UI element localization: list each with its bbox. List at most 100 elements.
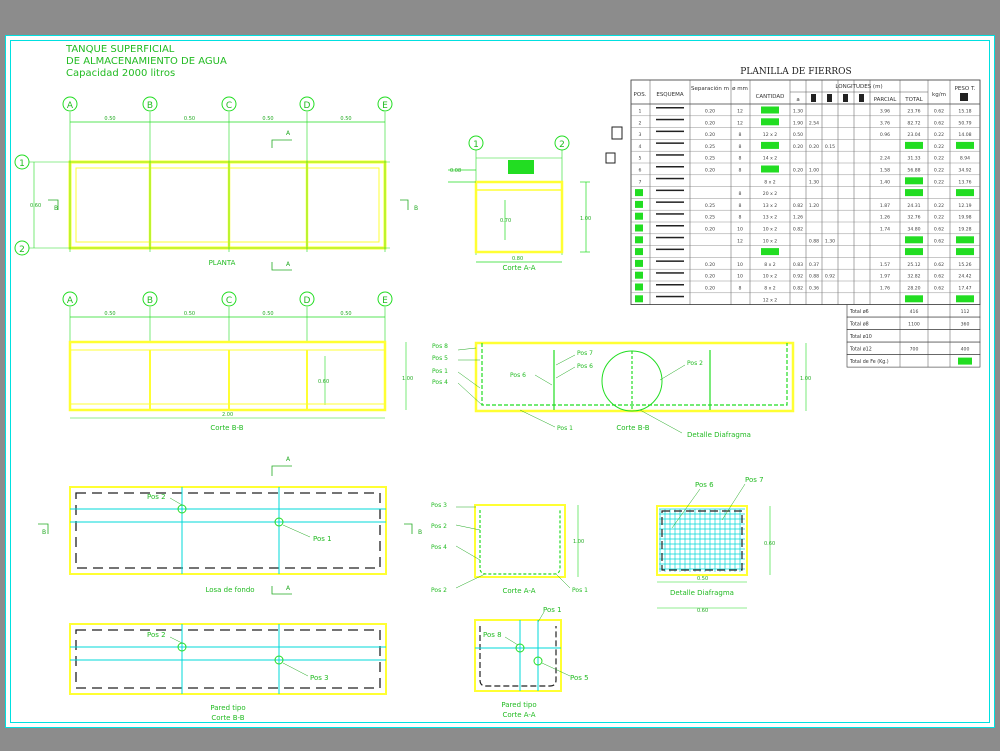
svg-text:1.00: 1.00 xyxy=(800,376,811,382)
svg-text:1: 1 xyxy=(473,140,479,150)
label-losa-fondo: Losa de fondo xyxy=(205,586,254,594)
svg-text:2: 2 xyxy=(559,140,565,150)
table-cell: 12 xyxy=(737,238,743,244)
svg-text:A: A xyxy=(286,261,291,268)
svg-text:0.60: 0.60 xyxy=(697,608,708,614)
header-kgm: kg/m xyxy=(932,92,946,98)
table-cell: 10 x 2 xyxy=(763,227,777,233)
table-cell: 3.76 xyxy=(880,120,890,126)
table-cell: 0.62 xyxy=(934,109,944,115)
axis-bubble-b: B xyxy=(147,296,153,306)
table-cell: 10 xyxy=(737,274,743,280)
table-cell: 8 xyxy=(739,215,742,221)
table-cell: 13 x 2 xyxy=(763,203,777,209)
table-cell: 0.25 xyxy=(705,144,715,150)
planta-inner-wall xyxy=(75,167,380,243)
axis-bubble-d: D xyxy=(304,296,311,306)
dim-span: 0.50 xyxy=(340,116,351,122)
rebar-symbols xyxy=(605,126,623,164)
table-cell: 23.76 xyxy=(907,109,920,115)
table-cell: 1.30 xyxy=(793,109,803,115)
table-cell: 24.31 xyxy=(907,203,920,209)
label-corte-bb: Corte B-B xyxy=(210,424,243,432)
table-cell: 1.26 xyxy=(793,215,803,221)
table-cell: 1.26 xyxy=(880,215,890,221)
table-cell: 1.74 xyxy=(880,227,890,233)
table-cell: 2.24 xyxy=(880,156,890,162)
axis-bubble-a: A xyxy=(67,296,74,306)
table-cell: 13 x 2 xyxy=(763,215,777,221)
table-cell: 0.22 xyxy=(934,144,944,150)
pared-tipo-bb: Pos 2 Pos 3 Pared tipo Corte B-B xyxy=(69,623,387,722)
table-cell: 13.76 xyxy=(958,179,971,185)
totals-label: Total ø6 xyxy=(849,309,869,315)
totals-value-1: 700 xyxy=(910,347,919,353)
svg-text:0.50: 0.50 xyxy=(697,576,708,582)
table-cell: 82.72 xyxy=(907,120,920,126)
table-cell: 0.22 xyxy=(934,168,944,174)
losa-outline xyxy=(69,486,387,575)
svg-text:Pos 2: Pos 2 xyxy=(431,587,447,594)
table-cell: 34.80 xyxy=(907,227,920,233)
table-cell: 23.04 xyxy=(907,132,920,138)
table-cell: 10 x 2 xyxy=(763,274,777,280)
table-cell: 0.96 xyxy=(880,132,890,138)
table-cell: 1.30 xyxy=(809,179,819,185)
svg-text:1.00: 1.00 xyxy=(580,216,591,222)
label-detalle-diafragma-1: Detalle Diafragma xyxy=(687,431,751,439)
table-cell: 0.88 xyxy=(809,238,819,244)
table-cell: 32.76 xyxy=(907,215,920,221)
svg-text:Pos 2: Pos 2 xyxy=(431,523,447,530)
table-cell: 0.92 xyxy=(825,274,835,280)
svg-text:Pos 6: Pos 6 xyxy=(577,363,593,370)
table-cell: 0.20 xyxy=(793,144,803,150)
table-cell: 0.82 xyxy=(793,286,803,292)
header-parcial: PARCIAL xyxy=(874,97,897,103)
totals-value-1: 416 xyxy=(910,309,919,315)
table-cell: 0.20 xyxy=(705,227,715,233)
table-cell: 14 x 2 xyxy=(763,156,777,162)
svg-text:Pos 1: Pos 1 xyxy=(313,535,332,543)
table-row: 13 xyxy=(635,248,974,256)
table-cell: 8 xyxy=(739,156,742,162)
table-cell: 8 xyxy=(739,203,742,209)
table-cell: 1.97 xyxy=(880,274,890,280)
table-cell: 32.82 xyxy=(907,274,920,280)
svg-text:0.80: 0.80 xyxy=(512,256,523,262)
table-title: PLANILLA DE FIERROS xyxy=(740,67,851,77)
table-cell: 0.25 xyxy=(705,156,715,162)
table-cell: 0.22 xyxy=(934,179,944,185)
totals-value-2: 360 xyxy=(961,322,970,328)
header-a: a xyxy=(796,97,799,103)
table-cell: 12.19 xyxy=(958,203,971,209)
dim-span: 0.50 xyxy=(262,116,273,122)
header-cantidad: CANTIDAD xyxy=(756,94,785,100)
table-cell: 19.28 xyxy=(958,227,971,233)
svg-text:Pos 2: Pos 2 xyxy=(687,360,703,367)
totals-value-2: 112 xyxy=(961,309,970,315)
table-cell: 28.20 xyxy=(907,286,920,292)
table-cell: 0.20 xyxy=(705,109,715,115)
totals-label: Total ø10 xyxy=(849,334,872,340)
table-cell: 2 xyxy=(639,120,642,126)
table-cell: 0.15 xyxy=(825,144,835,150)
svg-text:2.00: 2.00 xyxy=(222,412,233,418)
table-cell: 2.54 xyxy=(809,120,819,126)
table-cell: 19.98 xyxy=(958,215,971,221)
label-corte-bb-2: Corte B-B xyxy=(616,424,649,432)
label-detalle-diafragma-2: Detalle Diafragma xyxy=(670,589,734,597)
svg-text:Pos 8: Pos 8 xyxy=(483,631,502,639)
corte-aa-bottom: 1.00 Pos 3 Pos 2 Pos 4 Pos 2 Pos 1 Corte… xyxy=(431,502,588,595)
svg-text:A: A xyxy=(286,585,291,592)
dim-span: 0.50 xyxy=(184,116,195,122)
svg-text:Pos 6: Pos 6 xyxy=(510,372,526,379)
axis-bubble-e: E xyxy=(382,101,388,111)
svg-text:A: A xyxy=(286,130,291,137)
